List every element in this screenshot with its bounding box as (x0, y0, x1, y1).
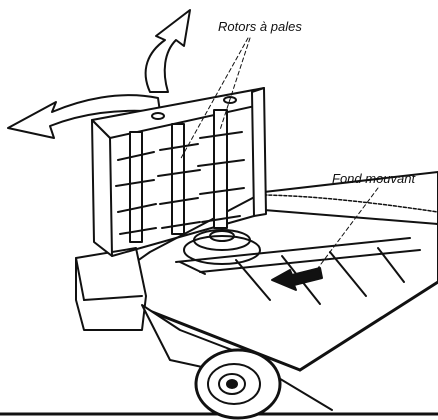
label-rotors: Rotors à pales (218, 19, 302, 34)
rotor-1 (115, 131, 157, 243)
rotor-frame (91, 87, 267, 257)
discharge-arrow-up (144, 9, 191, 93)
moving-floor-arrow (271, 267, 323, 291)
discharge-arrows (7, 9, 191, 139)
rotor-2 (157, 123, 201, 235)
rotor-3 (193, 109, 251, 251)
chassis-box (75, 247, 147, 331)
paddle-rotors (115, 109, 261, 265)
label-moving-floor: Fond mouvant (332, 171, 416, 186)
wheel (194, 348, 282, 420)
discharge-arrow-left (7, 94, 161, 139)
leader-lines (179, 37, 379, 269)
